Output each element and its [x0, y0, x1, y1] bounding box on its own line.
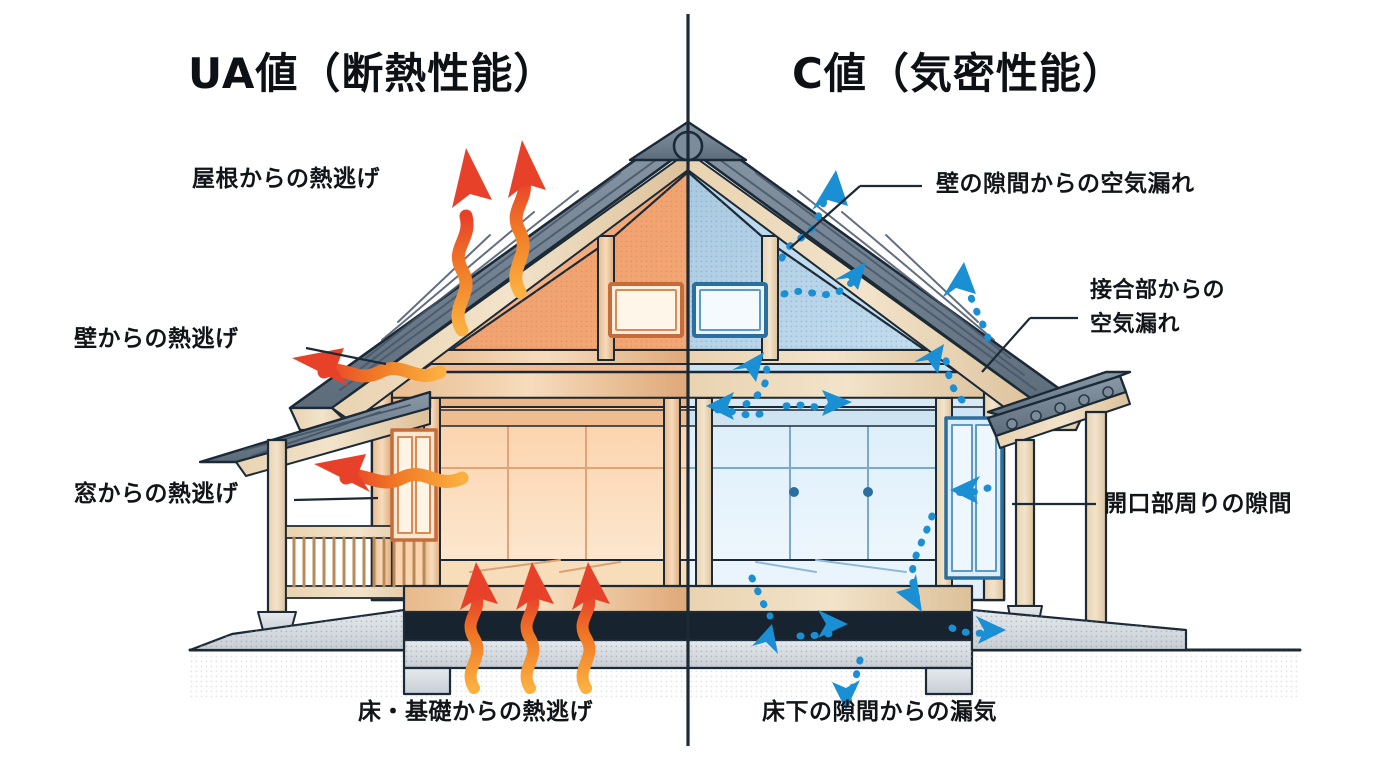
label-joint-air-leak-line2: 空気漏れ: [1090, 312, 1181, 337]
label-opening-gap: 開口部周りの隙間: [1104, 491, 1292, 517]
leader-lines: [293, 184, 1096, 506]
label-joint-air-leak-line1: 接合部からの: [1090, 278, 1226, 303]
label-underfloor-air-leak: 床下の隙間からの漏気: [762, 699, 997, 725]
title-right-c-value: C値（気密性能）: [792, 49, 1125, 98]
label-window-heat-escape: 窓からの熱逃げ: [74, 481, 239, 507]
label-wall-gap-air-leak: 壁の隙間からの空気漏れ: [936, 171, 1195, 197]
heat-escape-arrows: [292, 140, 610, 694]
label-wall-heat-escape: 壁からの熱逃げ: [74, 326, 239, 352]
label-floor-foundation-heat-escape: 床・基礎からの熱逃げ: [358, 699, 593, 725]
title-left-ua-value: UA値（断熱性能）: [188, 49, 557, 98]
label-roof-heat-escape: 屋根からの熱逃げ: [192, 166, 380, 192]
air-leak-arrowheads: [706, 170, 1006, 710]
